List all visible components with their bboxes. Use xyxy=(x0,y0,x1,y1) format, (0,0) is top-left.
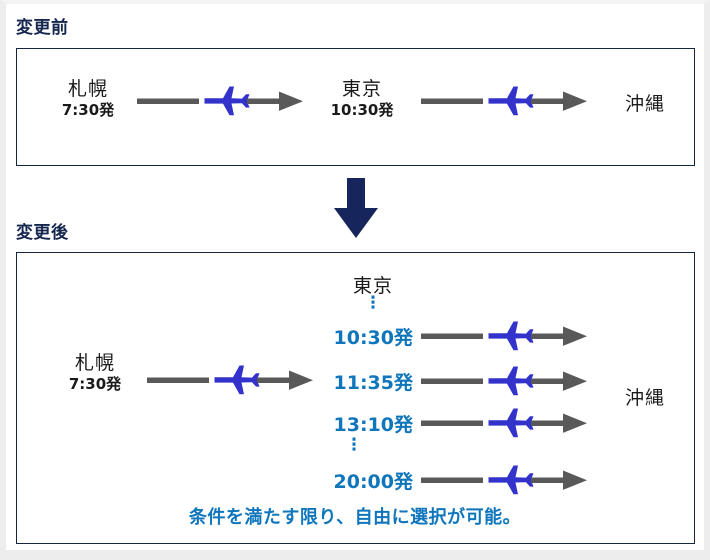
before-connection-label: 東京 10:30発 xyxy=(309,78,415,120)
after-destination-city: 沖縄 xyxy=(624,387,665,409)
down-arrow-icon xyxy=(332,178,380,240)
after-leg-sapporo-tokyo xyxy=(147,363,315,397)
after-leg-departure-3 xyxy=(421,406,589,440)
airplane-icon xyxy=(488,408,534,438)
after-origin-city: 札幌 xyxy=(74,352,115,374)
panel-after: 東京 ⋮ 札幌 7:30発 10:30発 xyxy=(16,252,695,544)
after-leg-departure-4 xyxy=(421,463,589,497)
before-leg-sapporo-tokyo xyxy=(137,84,305,118)
after-leg-departure-1 xyxy=(421,319,589,353)
before-origin-time: 7:30発 xyxy=(61,100,115,119)
before-connection-time: 10:30発 xyxy=(330,100,394,119)
before-leg-tokyo-okinawa xyxy=(421,84,589,118)
airplane-icon xyxy=(214,365,260,395)
airplane-icon xyxy=(488,321,534,351)
section-title-before: 変更前 xyxy=(16,18,69,38)
section-title-after: 変更後 xyxy=(16,223,69,243)
after-leg-departure-2 xyxy=(421,364,589,398)
after-origin-label: 札幌 7:30発 xyxy=(47,352,143,394)
after-origin-time: 7:30発 xyxy=(68,374,122,393)
after-ellipsis-top: ⋮ xyxy=(364,293,382,313)
after-caption: 条件を満たす限り、自由に選択が可能。 xyxy=(188,507,522,528)
airplane-icon xyxy=(488,465,534,495)
after-departure-time-1: 10:30発 xyxy=(333,327,413,349)
after-departure-time-3: 13:10発 xyxy=(333,414,413,436)
after-departure-time-4: 20:00発 xyxy=(333,471,413,493)
before-destination-city: 沖縄 xyxy=(624,93,665,115)
airplane-icon xyxy=(204,86,250,116)
before-origin-city: 札幌 xyxy=(67,78,108,100)
before-connection-city: 東京 xyxy=(341,78,382,100)
after-ellipsis-mid: ⋮ xyxy=(345,435,363,455)
after-hub-city: 東京 xyxy=(352,275,393,297)
airplane-icon xyxy=(488,366,534,396)
airplane-icon xyxy=(488,86,534,116)
panel-before: 札幌 7:30発 東京 10:30発 xyxy=(16,48,695,166)
after-departure-time-2: 11:35発 xyxy=(333,372,413,394)
before-origin-label: 札幌 7:30発 xyxy=(43,78,133,120)
